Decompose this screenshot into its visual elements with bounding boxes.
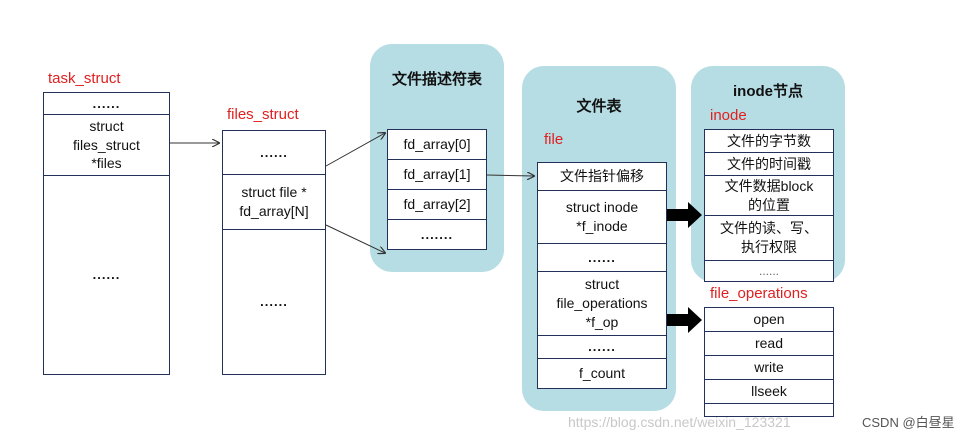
watermark: https://blog.csdn.net/weixin_123321 (568, 414, 791, 430)
fd-entry: fd_array[0] (388, 130, 486, 160)
credit-text: CSDN @白昼星 (862, 415, 955, 430)
file-table-box: 文件指针偏移 struct inode *f_inode ...... stru… (537, 162, 667, 389)
fd-entry: ....... (420, 226, 454, 242)
op-llseek: llseek (705, 380, 833, 404)
files-struct-fd-array-cell: struct file * fd_array[N] (223, 175, 325, 230)
inode-label: inode (710, 107, 747, 124)
thick-arrow-fop (667, 307, 702, 333)
inode-title: inode节点 (733, 83, 803, 100)
fd-table-box: fd_array[0] fd_array[1] fd_array[2] ....… (387, 129, 487, 250)
arrow-files-to-fd-bottom (325, 224, 385, 253)
inode-size-cell: 文件的字节数 (705, 130, 833, 153)
file-inode-cell: struct inode *f_inode (538, 191, 666, 244)
task-struct-cell: ...... (92, 267, 121, 283)
file-label: file (544, 131, 564, 148)
files-struct-cell: ...... (260, 294, 288, 310)
file-table-cell: ...... (538, 336, 666, 359)
file-table-title: 文件表 (576, 98, 622, 115)
files-struct-cell: ...... (223, 131, 325, 175)
inode-time-cell: 文件的时间戳 (705, 153, 833, 176)
arrow-fd1-to-file (486, 175, 534, 176)
fd-entry: fd_array[2] (388, 190, 486, 220)
fd-entry: fd_array[1] (388, 160, 486, 190)
inode-perm-cell: 文件的读、写、 执行权限 (705, 216, 833, 261)
file-count-cell: f_count (579, 365, 625, 382)
file-operations-box: open read write llseek (704, 307, 834, 417)
op-open: open (705, 308, 833, 332)
file-op-cell: struct file_operations *f_op (538, 272, 666, 336)
op-write: write (705, 356, 833, 380)
arrow-files-to-fd-top (325, 133, 385, 167)
task-struct-box: ...... struct files_struct *files ...... (43, 92, 170, 375)
file-table-cell: ...... (538, 244, 666, 272)
fd-table-title: 文件描述符表 (391, 71, 482, 88)
task-struct-files-cell: struct files_struct *files (44, 115, 169, 176)
thick-arrow-inode (667, 202, 702, 228)
op-read: read (705, 332, 833, 356)
file-offset-cell: 文件指针偏移 (538, 163, 666, 191)
files-struct-box: ...... struct file * fd_array[N] ...... (222, 130, 326, 375)
inode-cell: ...... (758, 263, 779, 278)
file-operations-label: file_operations (710, 285, 808, 302)
task-struct-cell: ...... (44, 93, 169, 115)
task-struct-label: task_struct (48, 70, 121, 87)
inode-box: 文件的字节数 文件的时间戳 文件数据block 的位置 文件的读、写、 执行权限… (704, 129, 834, 282)
files-struct-label: files_struct (227, 106, 299, 123)
inode-block-cell: 文件数据block 的位置 (705, 176, 833, 216)
